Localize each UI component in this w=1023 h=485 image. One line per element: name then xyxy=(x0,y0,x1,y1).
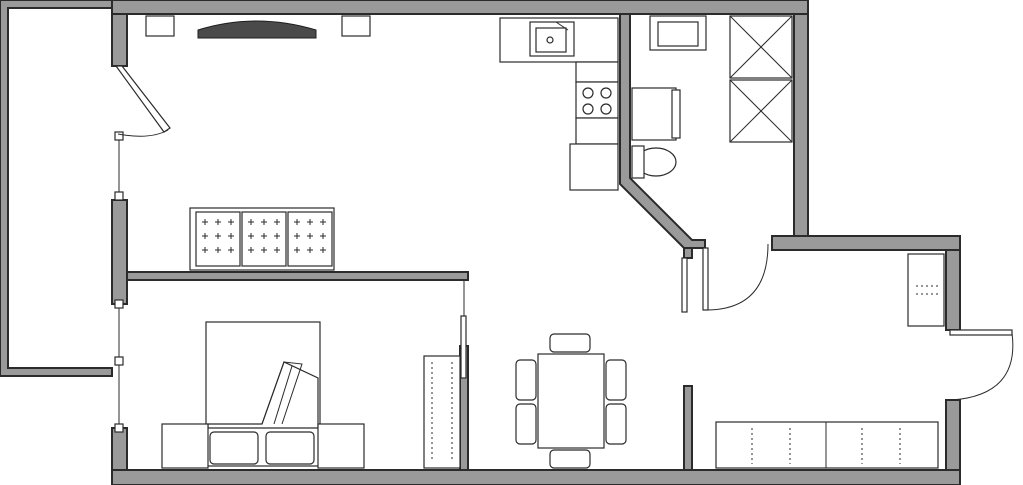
wall-left-2 xyxy=(111,199,128,305)
balcony xyxy=(0,0,113,377)
fridge-icon xyxy=(569,143,619,191)
tuft-mark xyxy=(228,247,234,253)
pillow xyxy=(265,431,315,465)
tuft-mark xyxy=(248,233,254,239)
wall-left-1 xyxy=(111,13,128,67)
tv-stand xyxy=(145,15,371,39)
tuft-mark xyxy=(274,247,280,253)
tuft-mark xyxy=(261,247,267,253)
tufting-icon xyxy=(202,219,326,253)
tuft-mark xyxy=(202,247,208,253)
bedroom-door[interactable] xyxy=(460,280,467,379)
window-post xyxy=(114,191,124,201)
chair xyxy=(549,449,591,469)
chair xyxy=(515,403,537,445)
wall-top xyxy=(111,0,809,15)
chair xyxy=(605,359,627,401)
windows xyxy=(114,131,124,433)
tuft-mark xyxy=(274,219,280,225)
tuft-mark xyxy=(215,233,221,239)
tuft-mark xyxy=(320,247,326,253)
window-post xyxy=(114,299,124,309)
wall-entry-left xyxy=(683,385,693,471)
window-post xyxy=(114,423,124,433)
tuft-mark xyxy=(294,247,300,253)
window-post xyxy=(114,131,124,141)
tuft-mark xyxy=(320,233,326,239)
bathroom-door[interactable] xyxy=(681,243,769,313)
wall-right-upper xyxy=(945,249,961,331)
chair xyxy=(549,333,591,353)
tuft-mark xyxy=(202,233,208,239)
tuft-mark xyxy=(202,219,208,225)
tuft-mark xyxy=(294,219,300,225)
wall-step xyxy=(771,235,961,251)
kitchen-counter xyxy=(499,17,619,191)
wall-bedroom-top xyxy=(126,271,469,281)
washing-machine-icon xyxy=(631,87,677,141)
shoe-cabinet xyxy=(907,253,945,327)
chair xyxy=(515,359,537,401)
bathroom xyxy=(631,15,793,179)
wall-bath-right xyxy=(793,13,809,249)
tuft-mark xyxy=(307,233,313,239)
tuft-mark xyxy=(261,233,267,239)
tuft-mark xyxy=(320,219,326,225)
tuft-mark xyxy=(248,219,254,225)
tuft-mark xyxy=(228,219,234,225)
dining-table[interactable] xyxy=(515,333,627,469)
chair xyxy=(605,403,627,445)
tuft-mark xyxy=(248,247,254,253)
wall-bottom xyxy=(111,469,961,485)
nightstand xyxy=(317,423,365,469)
tuft-mark xyxy=(294,233,300,239)
wall-left-3 xyxy=(111,427,128,471)
tuft-mark xyxy=(307,219,313,225)
balcony-door[interactable] xyxy=(114,65,171,137)
tv-icon xyxy=(197,20,317,39)
wall-bath-left xyxy=(619,13,706,249)
wardrobe[interactable] xyxy=(423,355,461,469)
tuft-mark xyxy=(274,233,280,239)
pillow xyxy=(209,431,259,465)
window-post xyxy=(114,356,124,366)
tuft-mark xyxy=(307,247,313,253)
tuft-mark xyxy=(261,219,267,225)
entry-door[interactable] xyxy=(949,329,1014,401)
tuft-mark xyxy=(215,247,221,253)
exterior-walls xyxy=(111,0,961,485)
stove-icon xyxy=(575,81,619,119)
wall-entry-left-top xyxy=(683,247,693,259)
sofa[interactable] xyxy=(189,207,335,271)
hall-cabinet xyxy=(715,421,939,469)
tuft-mark xyxy=(228,233,234,239)
tuft-mark xyxy=(215,219,221,225)
nightstand xyxy=(161,423,209,469)
